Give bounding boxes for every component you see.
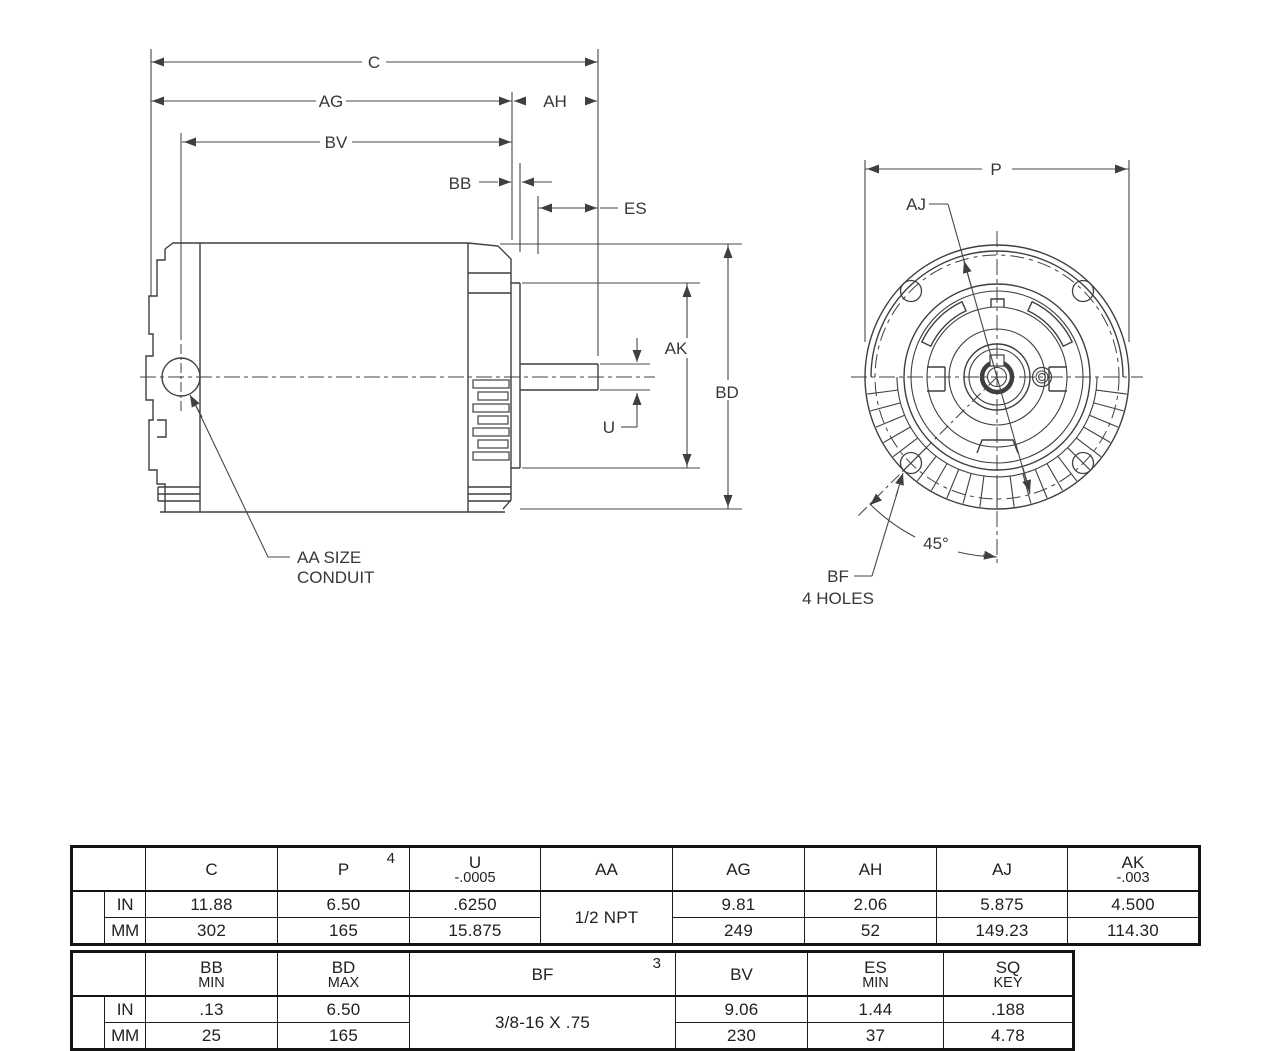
dim-label-bv: BV (325, 133, 348, 152)
centerlines-front (851, 231, 1143, 563)
corner-cell (71, 951, 146, 997)
corner-cell (71, 846, 146, 892)
dim-label-u: U (603, 418, 615, 437)
t2-cell-sq-in: .188 (943, 995, 1074, 1023)
t1-header-u: U-.0005 (409, 846, 541, 892)
t2-cell-bf: 3/8-16 X .75 (409, 995, 676, 1050)
t1-cell-ah-in: 2.06 (804, 890, 937, 918)
t2-cell-sq-mm: 4.78 (943, 1022, 1074, 1050)
t2-cell-bd-mm: 165 (277, 1022, 410, 1050)
side-fins (472, 379, 510, 461)
dim-label-ah: AH (543, 92, 567, 111)
dim-label-ag: AG (319, 92, 344, 111)
dim-label-c: C (368, 53, 380, 72)
centerlines-side (140, 133, 655, 414)
t1-cell-aj-mm: 149.23 (936, 917, 1068, 945)
t1-header-ah: AH (804, 846, 937, 892)
front-view-dimensions (854, 160, 1130, 577)
t2-cell-es-mm: 37 (807, 1022, 944, 1050)
conduit-note-line2: CONDUIT (297, 568, 374, 587)
t1-cell-aj-in: 5.875 (936, 890, 1068, 918)
t1-row-label-in: IN (104, 890, 146, 918)
dim-label-ak: AK (665, 339, 688, 358)
dim-label-p: P (990, 160, 1001, 179)
t1-cell-ag-in: 9.81 (672, 890, 805, 918)
t1-cell-ag-mm: 249 (672, 917, 805, 945)
t1-cell-c-in: 11.88 (145, 890, 278, 918)
t1-cell-ak-in: 4.500 (1067, 890, 1200, 918)
t2-cell-bv-mm: 230 (675, 1022, 808, 1050)
t2-header-bv: BV (675, 951, 808, 997)
t1-header-c: C (145, 846, 278, 892)
t2-row-label-in: IN (104, 995, 146, 1023)
dim-label-bd: BD (715, 383, 739, 402)
t2-cell-es-in: 1.44 (807, 995, 944, 1023)
front-fins (867, 389, 1127, 508)
t1-header-aj: AJ (936, 846, 1068, 892)
dim-label-aj: AJ (906, 195, 926, 214)
t1-cell-ah-mm: 52 (804, 917, 937, 945)
shaft (520, 363, 599, 391)
t1-row-label-mm: MM (104, 917, 146, 945)
conduit-note-line1: AA SIZE (297, 548, 361, 567)
t1-header-ag: AG (672, 846, 805, 892)
bf-note: 4 HOLES (802, 589, 874, 608)
spacer-cell (71, 890, 105, 945)
t1-cell-u-in: .6250 (409, 890, 541, 918)
bf-label: BF (827, 567, 849, 586)
t2-row-label-mm: MM (104, 1022, 146, 1050)
t2-cell-bd-in: 6.50 (277, 995, 410, 1023)
t1-cell-ak-mm: 114.30 (1067, 917, 1200, 945)
t2-cell-bv-in: 9.06 (675, 995, 808, 1023)
side-view-dimensions (150, 49, 742, 558)
t1-header-ak: AK-.003 (1067, 846, 1200, 892)
t2-cell-bb-mm: 25 (145, 1022, 278, 1050)
motor-outline-drawing: C AG AH BV BB ES AK BD U AA SIZE CONDUIT (140, 49, 1143, 608)
spacer-cell (71, 995, 105, 1050)
t1-cell-u-mm: 15.875 (409, 917, 541, 945)
dim-label-es: ES (624, 199, 647, 218)
t1-header-aa: AA (540, 846, 673, 892)
t1-cell-aa: 1/2 NPT (540, 890, 673, 945)
t1-cell-c-mm: 302 (145, 917, 278, 945)
dim-label-bb: BB (449, 174, 472, 193)
t1-cell-p-in: 6.50 (277, 890, 410, 918)
t1-cell-p-mm: 165 (277, 917, 410, 945)
angle-label: 45° (923, 534, 949, 553)
t2-cell-bb-in: .13 (145, 995, 278, 1023)
